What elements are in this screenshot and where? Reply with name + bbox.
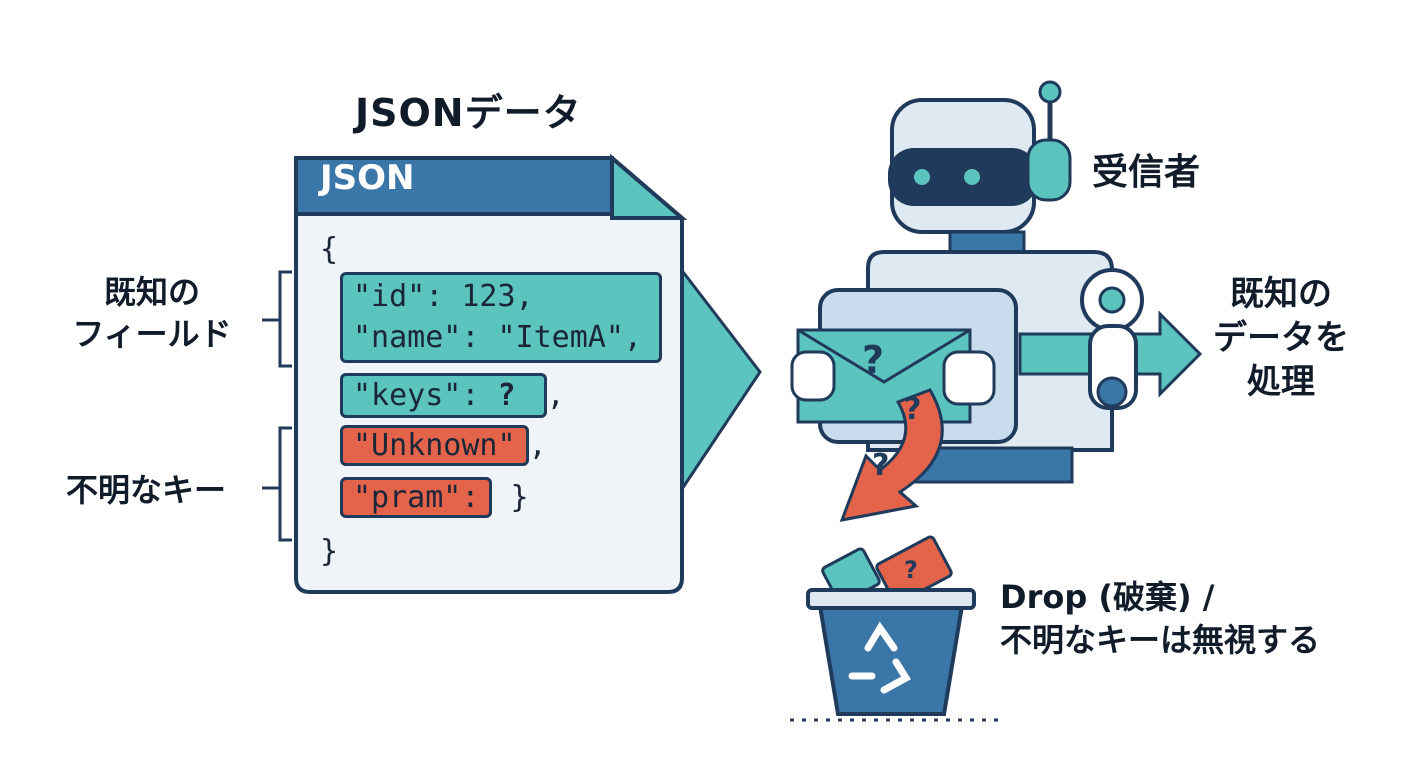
drop-arrow [839,388,944,522]
keys-value: ? [497,378,516,413]
unknown-key-2-suffix: } [510,480,529,515]
known-fields-label-line2: フィールド [72,314,232,353]
unknown-key-row-2: "pram": } [340,477,529,518]
envelope-question-mark: ? [862,338,885,382]
process-label: 既知の データを 処理 [1196,272,1366,405]
json-document-header: JSON [320,158,415,198]
keys-row: "keys": ? , [340,373,565,418]
robot-receiver-icon [790,80,1203,484]
known-line-id: "id": 123, [353,279,534,314]
receiver-label: 受信者 [1092,152,1201,193]
process-label-line2: データを [1213,318,1349,359]
flow-arrow [678,263,762,497]
unknown-key-1: "Unknown" [340,425,529,466]
known-fields-block: "id": 123, "name": "ItemA", [340,272,662,363]
unknown-keys-bracket [262,426,292,542]
unknown-key-1-suffix: , [528,428,547,463]
known-line-name: "name": "ItemA", [353,319,642,355]
keys-suffix: , [546,378,565,413]
drop-label-line2: 不明なキーは無視する [1000,621,1321,660]
known-fields-label-line1: 既知の [103,273,200,311]
open-brace: { [320,232,339,267]
recycle-icon [848,621,911,694]
page-title: JSONデータ [355,91,582,135]
drop-label: Drop (破棄) / 不明なキーは無視する [1000,576,1320,662]
unknown-key-row-1: "Unknown", [340,425,547,466]
unknown-keys-label: 不明なキー [65,471,226,509]
drop-arrow-question-mark-2: ? [872,448,890,483]
drop-label-line1: Drop (破棄) / [1000,578,1215,616]
process-label-line1: 既知の [1230,274,1332,314]
keys-field-highlight: "keys": ? [340,373,547,418]
unknown-key-2: "pram": [340,477,493,518]
trash-card-question-mark: ? [904,556,918,584]
close-brace: } [320,534,339,569]
known-fields-bracket [262,270,292,368]
known-fields-highlight: "id": 123, "name": "ItemA", [340,272,662,363]
recycle-bin-icon [790,535,1000,722]
process-label-line3: 処理 [1247,362,1315,403]
keys-field: "keys": [353,378,480,413]
drop-arrow-question-mark-1: ? [904,392,922,427]
known-fields-label: 既知の フィールド [52,272,252,355]
